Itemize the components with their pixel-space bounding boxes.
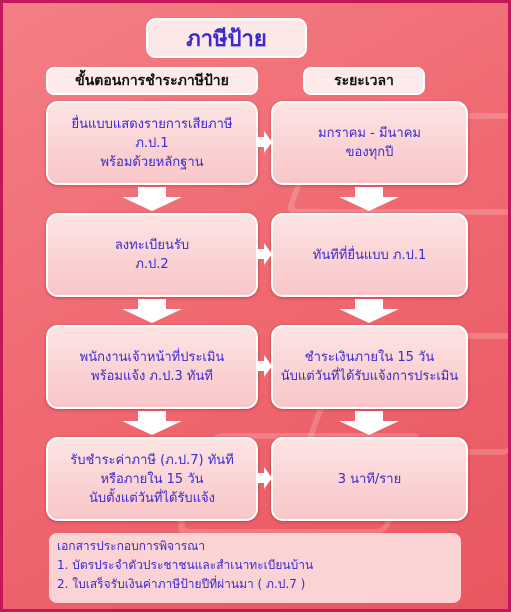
step-4-line-3: นับตั้งแต่วันที่ได้รับแจ้ง bbox=[88, 490, 216, 506]
step-3-duration-line-2: นับแต่วันที่ได้รับแจ้งการประเมิน bbox=[280, 369, 459, 384]
document-item: 1. บัตรประจำตัวประชาชนและสำเนาทะเบียนบ้า… bbox=[57, 558, 314, 572]
step-2-line-2: ภ.ป.2 bbox=[135, 257, 169, 272]
step-1-line-3: พร้อมด้วยหลักฐาน bbox=[100, 154, 204, 170]
arrow-right-icon bbox=[258, 131, 272, 153]
step-2-duration-box: ทันทีที่ยื่นแบบ ภ.ป.1 bbox=[271, 213, 468, 297]
arrow-down-icon bbox=[122, 411, 182, 435]
step-2-line-1: ลงทะเบียนรับ bbox=[114, 238, 190, 253]
step-3-line-2: พร้อมแจ้ง ภ.ป.3 ทันที bbox=[91, 369, 213, 384]
step-1-duration-box: มกราคม - มีนาคม ของทุกปี bbox=[271, 101, 468, 185]
step-4-duration-box: 3 นาที/ราย bbox=[271, 437, 468, 521]
step-4-line-2: หรือภายใน 15 วัน bbox=[100, 471, 204, 487]
step-3-box: พนักงานเจ้าหน้าที่ประเมิน พร้อมแจ้ง ภ.ป.… bbox=[46, 325, 258, 409]
step-2-box: ลงทะเบียนรับ ภ.ป.2 bbox=[46, 213, 258, 297]
arrow-down-icon bbox=[122, 187, 182, 211]
arrow-down-icon bbox=[339, 299, 399, 323]
duration-column-heading: ระยะเวลา bbox=[303, 67, 425, 95]
step-4-line-1: รับชำระค่าภาษี (ภ.ป.7) ทันที bbox=[70, 452, 234, 468]
arrow-right-icon bbox=[258, 243, 272, 265]
arrow-down-icon bbox=[339, 411, 399, 435]
step-4-box: รับชำระค่าภาษี (ภ.ป.7) ทันที หรือภายใน 1… bbox=[46, 437, 258, 521]
step-3-line-1: พนักงานเจ้าหน้าที่ประเมิน bbox=[79, 350, 225, 365]
step-1-duration-line-2: ของทุกปี bbox=[345, 145, 394, 160]
required-documents-panel: เอกสารประกอบการพิจารณา 1. บัตรประจำตัวปร… bbox=[49, 533, 461, 603]
steps-column-heading: ขั้นตอนการชำระภาษีป้าย bbox=[46, 67, 258, 95]
arrow-down-icon bbox=[339, 187, 399, 211]
page-title: ภาษีป้าย bbox=[146, 18, 307, 58]
step-4-duration-line-1: 3 นาที/ราย bbox=[337, 471, 402, 487]
arrow-down-icon bbox=[122, 299, 182, 323]
arrow-right-icon bbox=[258, 355, 272, 377]
step-3-duration-line-1: ชำระเงินภายใน 15 วัน bbox=[304, 350, 435, 365]
step-1-line-1: ยื่นแบบแสดงรายการเสียภาษี bbox=[71, 116, 233, 132]
arrow-right-icon bbox=[258, 467, 272, 489]
step-1-line-2: ภ.ป.1 bbox=[135, 135, 169, 151]
step-3-duration-box: ชำระเงินภายใน 15 วัน นับแต่วันที่ได้รับแ… bbox=[271, 325, 468, 409]
step-1-box: ยื่นแบบแสดงรายการเสียภาษี ภ.ป.1 พร้อมด้ว… bbox=[46, 101, 258, 185]
step-2-duration-line-1: ทันทีที่ยื่นแบบ ภ.ป.1 bbox=[312, 247, 427, 263]
documents-heading: เอกสารประกอบการพิจารณา bbox=[57, 539, 206, 553]
document-item: 2. ใบเสร็จรับเงินค่าภาษีป้ายปีที่ผ่านมา … bbox=[57, 577, 306, 591]
step-1-duration-line-1: มกราคม - มีนาคม bbox=[318, 126, 421, 141]
